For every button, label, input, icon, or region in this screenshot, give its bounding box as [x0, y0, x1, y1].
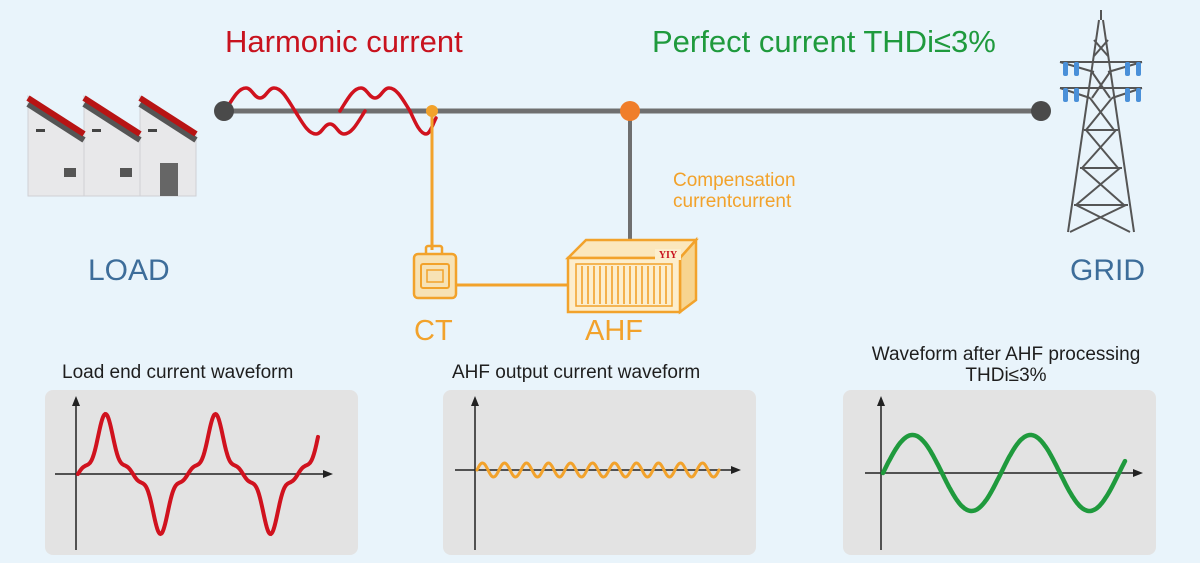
- load-waveform-panel: [45, 390, 358, 555]
- transmission-tower-icon: [1059, 10, 1143, 233]
- panel-title-ahf-output: AHF output current waveform: [452, 362, 701, 383]
- grid-node: [1031, 101, 1051, 121]
- load-node: [214, 101, 234, 121]
- ct-icon: [412, 244, 458, 300]
- harmonic-current-wave: [223, 86, 438, 136]
- load-current-wave: [76, 411, 320, 537]
- panel-title-after-ahf: Waveform after AHF processing THDi≤3%: [838, 344, 1174, 386]
- clean-current-wave: [880, 432, 1128, 514]
- ct-label: CT: [414, 315, 453, 347]
- ahf-brand-label: YIY: [659, 250, 678, 261]
- panel-title-after-ahf-line-2: THDi≤3%: [965, 365, 1047, 386]
- ahf-output-waveform-panel: [443, 390, 756, 555]
- load-waveform-plot: [55, 396, 333, 550]
- ahf-label: AHF: [585, 315, 643, 347]
- compensation-current-label: Compensation currentcurrent: [673, 170, 796, 212]
- after-ahf-waveform-plot: [865, 396, 1143, 550]
- panel-title-load: Load end current waveform: [62, 362, 294, 383]
- harmonic-current-label: Harmonic current: [225, 24, 463, 59]
- ahf-device-icon: YIY: [564, 236, 699, 315]
- compensation-line-2: currentcurrent: [673, 191, 792, 212]
- ahf-output-waveform-plot: [455, 396, 741, 550]
- factory-icon: [26, 95, 198, 197]
- ahf-output-current-wave: [475, 461, 721, 479]
- grid-label: GRID: [1070, 254, 1145, 287]
- panel-title-after-ahf-line-1: Waveform after AHF processing: [871, 344, 1141, 365]
- ahf-node: [620, 101, 640, 121]
- load-label: LOAD: [88, 254, 170, 287]
- insulator-icons: [1063, 62, 1141, 102]
- ct-node: [426, 105, 438, 117]
- compensation-line-1: Compensation: [673, 170, 796, 191]
- perfect-current-label: Perfect current THDi≤3%: [652, 24, 996, 59]
- after-ahf-waveform-panel: [843, 390, 1156, 555]
